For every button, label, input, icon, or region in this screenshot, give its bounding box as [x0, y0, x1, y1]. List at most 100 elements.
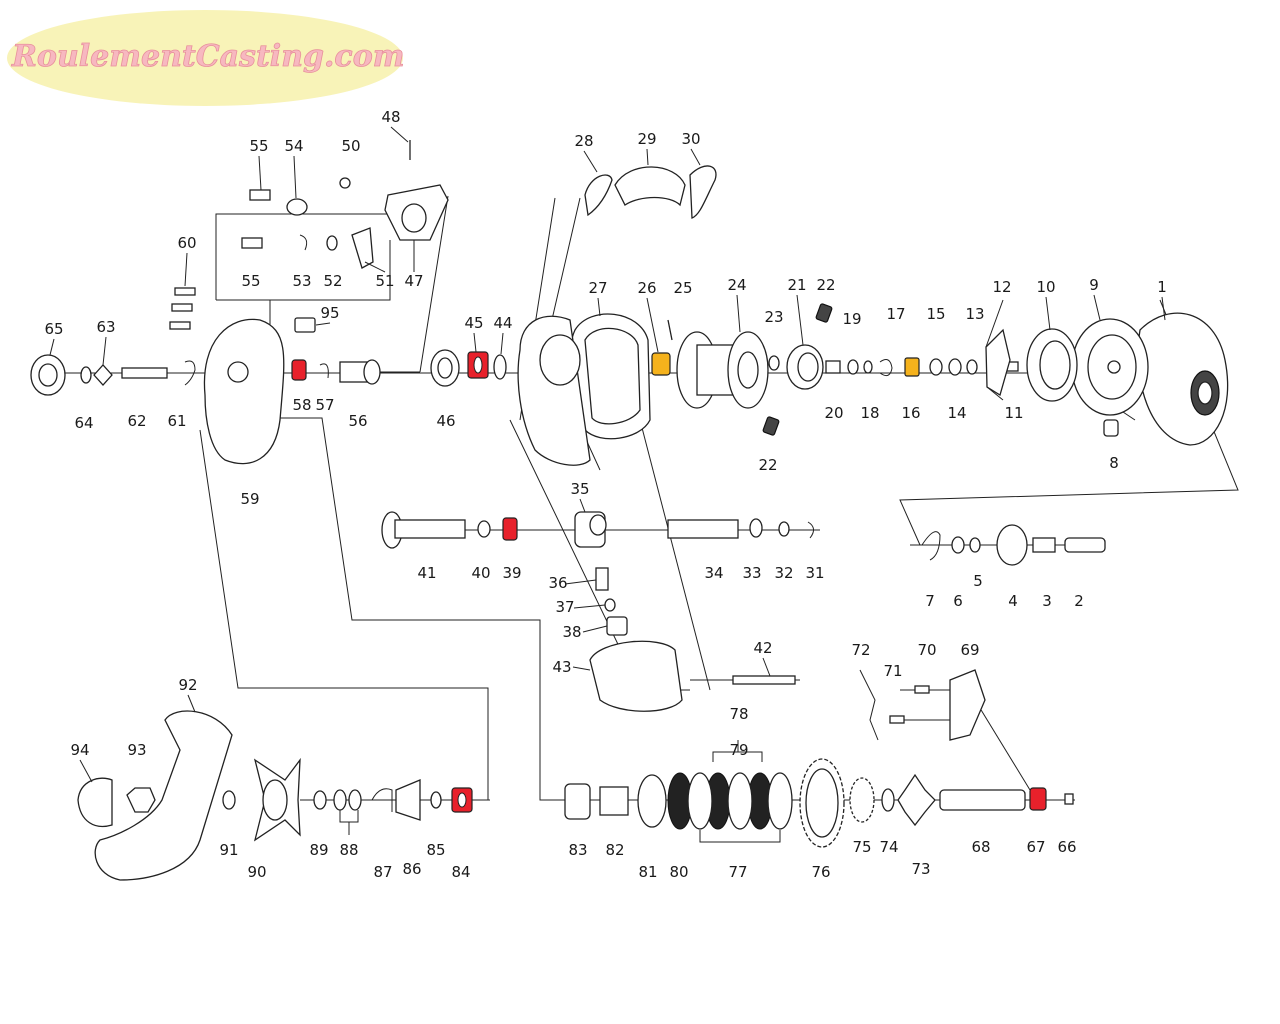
part-87-spring — [371, 788, 393, 812]
part-93-nut — [126, 787, 156, 813]
part-40-washer — [477, 520, 491, 538]
label-55-top: 55 — [249, 137, 268, 155]
part-31-clip — [807, 521, 814, 539]
part-86-plate — [395, 779, 421, 821]
part-39-bearing — [502, 517, 518, 541]
label-21: 21 — [787, 276, 806, 294]
part-43-level-wind-frame — [589, 640, 683, 712]
label-57: 57 — [315, 396, 334, 414]
part-88-washers — [333, 789, 362, 811]
part-24-spool — [676, 331, 769, 409]
part-50-screw — [339, 177, 351, 189]
part-4-knob — [996, 524, 1028, 566]
part-77-washer-c — [767, 772, 793, 830]
label-77: 77 — [728, 863, 747, 881]
part-9-plate — [1071, 318, 1149, 416]
part-77-washer-b — [727, 772, 753, 830]
part-10-ring — [1026, 328, 1078, 402]
label-88: 88 — [339, 841, 358, 859]
label-61: 61 — [167, 412, 186, 430]
label-5: 5 — [973, 572, 983, 590]
label-67: 67 — [1026, 838, 1045, 856]
label-66: 66 — [1057, 838, 1076, 856]
part-15-washer — [929, 358, 943, 376]
part-37-washer — [604, 598, 616, 612]
part-38-cap — [606, 616, 628, 636]
label-50: 50 — [341, 137, 360, 155]
logo-text: RoulementCasting.com — [11, 39, 404, 74]
part-74-washer — [881, 788, 895, 812]
part-33-bushing — [749, 518, 763, 538]
part-70-screw — [914, 685, 930, 694]
label-40: 40 — [471, 564, 490, 582]
part-92-handle — [94, 710, 233, 881]
label-78: 78 — [729, 705, 748, 723]
label-leaders — [49, 126, 1166, 783]
label-13: 13 — [965, 305, 984, 323]
part-14-washer — [948, 358, 962, 376]
label-71: 71 — [883, 662, 902, 680]
label-12: 12 — [992, 278, 1011, 296]
part-60-screws — [169, 287, 196, 330]
label-80: 80 — [669, 863, 688, 881]
part-77-washer-a — [687, 772, 713, 830]
part-2-screw — [1064, 537, 1106, 553]
part-3-spring — [1032, 537, 1056, 553]
part-13-washer — [966, 359, 978, 375]
label-48: 48 — [381, 108, 400, 126]
part-68-drive-shaft — [939, 789, 1026, 811]
label-19: 19 — [842, 310, 861, 328]
part-71-screw — [889, 715, 905, 724]
part-1-side-cover — [1137, 312, 1229, 446]
part-16-bushing — [904, 357, 920, 377]
label-72: 72 — [851, 641, 870, 659]
label-45: 45 — [464, 314, 483, 332]
part-95-block — [294, 317, 316, 333]
part-46-cap — [430, 349, 460, 387]
label-2: 2 — [1074, 592, 1084, 610]
label-10: 10 — [1036, 278, 1055, 296]
part-8-clip — [1103, 419, 1119, 437]
part-22-pin-bottom — [762, 416, 780, 436]
label-70: 70 — [917, 641, 936, 659]
part-66-pin — [1064, 793, 1074, 805]
part-6-washer — [951, 536, 965, 554]
label-74: 74 — [879, 838, 898, 856]
part-35-pawl — [574, 511, 607, 548]
label-24: 24 — [727, 276, 746, 294]
label-27: 27 — [588, 279, 607, 297]
label-18: 18 — [860, 404, 879, 422]
part-65-nut — [30, 354, 66, 396]
label-25: 25 — [673, 279, 692, 297]
part-72-spring — [859, 669, 879, 741]
part-30-arm — [689, 165, 717, 219]
label-43: 43 — [552, 658, 571, 676]
label-84: 84 — [451, 863, 470, 881]
label-81: 81 — [638, 863, 657, 881]
part-47-bracket — [384, 184, 449, 241]
part-20-spring — [825, 360, 841, 374]
part-61-clip — [184, 360, 196, 386]
part-28-arm — [584, 174, 613, 217]
part-34-worm-shaft — [667, 519, 739, 539]
label-9: 9 — [1089, 276, 1099, 294]
label-51: 51 — [375, 272, 394, 290]
part-51-lever — [351, 227, 374, 269]
part-64-washer — [80, 366, 92, 384]
part-26-bushing — [651, 352, 671, 376]
label-44: 44 — [493, 314, 512, 332]
part-63-washer — [93, 364, 113, 386]
label-35: 35 — [570, 480, 589, 498]
label-17: 17 — [886, 305, 905, 323]
label-90: 90 — [247, 863, 266, 881]
label-16: 16 — [901, 404, 920, 422]
label-68: 68 — [971, 838, 990, 856]
part-57-clip — [319, 363, 329, 379]
label-93: 93 — [127, 741, 146, 759]
label-85: 85 — [426, 841, 445, 859]
part-labels: 1 2 3 4 5 6 7 8 9 10 11 12 13 14 15 16 1… — [44, 108, 1166, 881]
label-29: 29 — [637, 130, 656, 148]
label-41: 41 — [417, 564, 436, 582]
label-79: 79 — [729, 741, 748, 759]
